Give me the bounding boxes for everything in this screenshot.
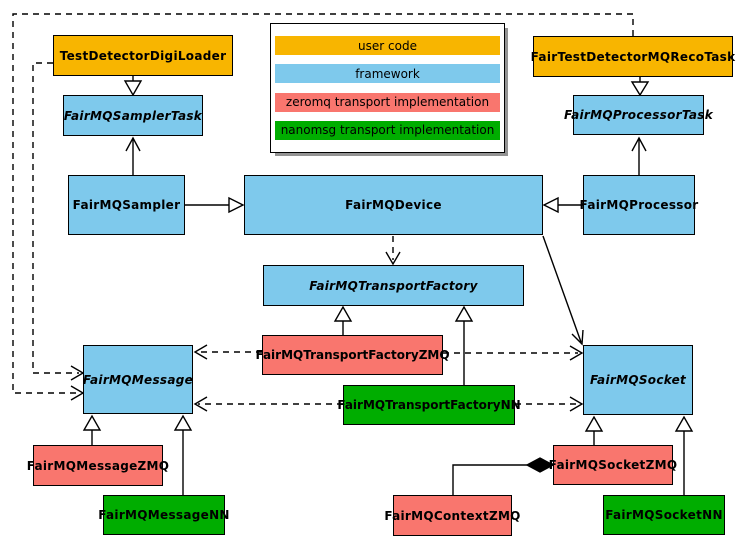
edge-tfzmq-transportfactory <box>333 305 353 335</box>
node-fairmqsocketzmq: FairMQSocketZMQ <box>549 445 677 485</box>
edge-socketzmq-contextzmq <box>452 457 555 495</box>
edge-sampler-samplertask <box>125 136 141 175</box>
legend-swatch-zeromq: zeromq transport implementation <box>275 92 500 112</box>
node-fairmqsampler: FairMQSampler <box>68 175 185 235</box>
edge-recotask-processortask <box>630 77 650 97</box>
edge-messagenn-message <box>173 414 193 495</box>
legend-label-user-code: user code <box>358 38 417 53</box>
node-fairmqsocket: FairMQSocket <box>583 345 693 415</box>
edge-processor-processortask <box>631 136 647 175</box>
node-fairmqtransportfactoryzmq: FairMQTransportFactoryZMQ <box>255 335 450 375</box>
node-fairmqmessagenn: FairMQMessageNN <box>98 495 229 535</box>
edge-tfnn-message <box>193 396 343 412</box>
legend-label-zeromq: zeromq transport implementation <box>285 95 490 110</box>
node-fairmqsocketnn: FairMQSocketNN <box>603 495 725 535</box>
edge-socketnn-socket <box>674 415 694 495</box>
node-fairmqtransportfactorynn: FairMQTransportFactoryNN <box>337 385 521 425</box>
edge-digiloader-samplertask <box>123 76 143 97</box>
node-fairmqmessage: FairMQMessage <box>83 345 193 414</box>
node-fairmqprocessortask: FairMQProcessorTask <box>564 95 713 135</box>
node-fairmqdevice: FairMQDevice <box>244 175 543 235</box>
edge-socketzmq-socket <box>584 415 604 445</box>
node-fairmqtransportfactory: FairMQTransportFactory <box>263 265 524 306</box>
node-fairmqprocessor: FairMQProcessor <box>580 175 698 235</box>
edge-tfnn-transportfactory <box>454 305 474 385</box>
edge-tfnn-socket <box>515 396 584 412</box>
node-fairmqcontextzmq: FairMQContextZMQ <box>384 495 520 536</box>
legend-label-nanomsg: nanomsg transport implementation <box>280 123 495 138</box>
legend-label-framework: framework <box>355 66 420 81</box>
node-fairmqmessagezmq: FairMQMessageZMQ <box>27 445 169 486</box>
edge-sampler-device <box>185 196 245 214</box>
node-testdetectordigiloader: TestDetectorDigiLoader <box>53 35 233 76</box>
edge-tfzmq-message <box>193 344 262 360</box>
edge-device-socket <box>542 235 584 346</box>
edge-device-transportfactory <box>385 236 401 266</box>
legend-swatch-nanomsg: nanomsg transport implementation <box>275 120 500 140</box>
edge-messagezmq-message <box>82 414 102 445</box>
legend-swatch-framework: framework <box>275 64 500 84</box>
legend: user code framework zeromq transport imp… <box>270 23 505 153</box>
edge-processor-device <box>542 196 583 214</box>
edge-tfzmq-socket <box>443 345 584 361</box>
legend-swatch-user-code: user code <box>275 36 500 55</box>
node-fairtestdetectormqrecotask: FairTestDetectorMQRecoTask <box>531 36 735 77</box>
node-fairmqsamplertask: FairMQSamplerTask <box>63 95 203 136</box>
